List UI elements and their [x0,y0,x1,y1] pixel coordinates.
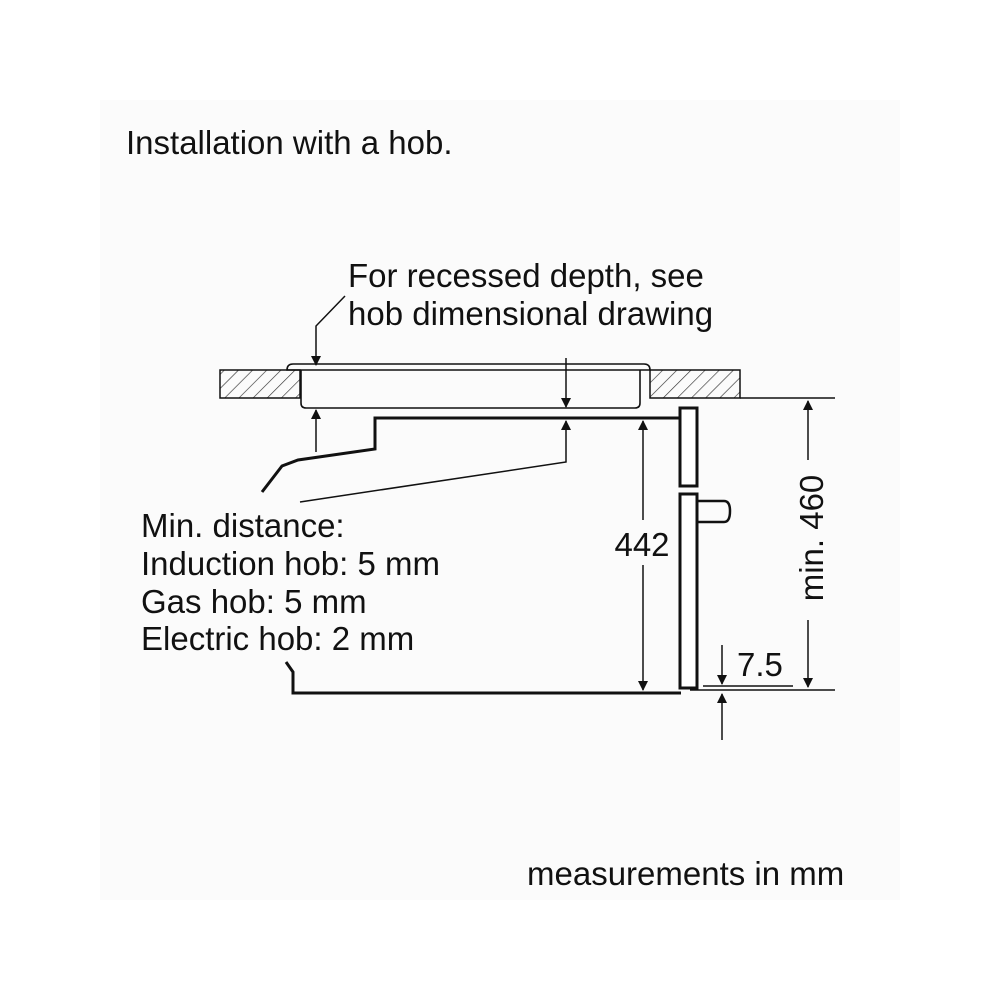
min-distance-heading: Min. distance: [141,507,345,544]
min-distance-gas: Gas hob: 5 mm [141,583,367,620]
min-distance-induction: Induction hob: 5 mm [141,545,440,582]
oven-top-outline [260,416,681,493]
oven-front-upper [678,406,699,488]
diagram-title: Installation with a hob. [126,124,453,161]
hob-lip [286,363,651,371]
dim-7-5-label: 7.5 [737,646,783,683]
recess-note-line-1: For recessed depth, see [348,257,704,294]
oven-up-arrow [299,420,571,503]
measurement-units-note: measurements in mm [527,855,844,892]
dim-460-label: min. 460 [793,475,830,602]
oven-bottom-outline [284,661,681,695]
hob-body [300,370,641,409]
countertop-left [219,369,301,399]
dim-442-label: 442 [614,526,669,563]
recess-note-line-2: hob dimensional drawing [348,295,713,332]
countertop-right [649,369,741,399]
min-distance-electric: Electric hob: 2 mm [141,620,414,657]
drawing-area [100,100,900,900]
knob-icon [697,499,732,524]
recess-leader-arrow [311,295,346,366]
oven-front-door [678,492,699,690]
